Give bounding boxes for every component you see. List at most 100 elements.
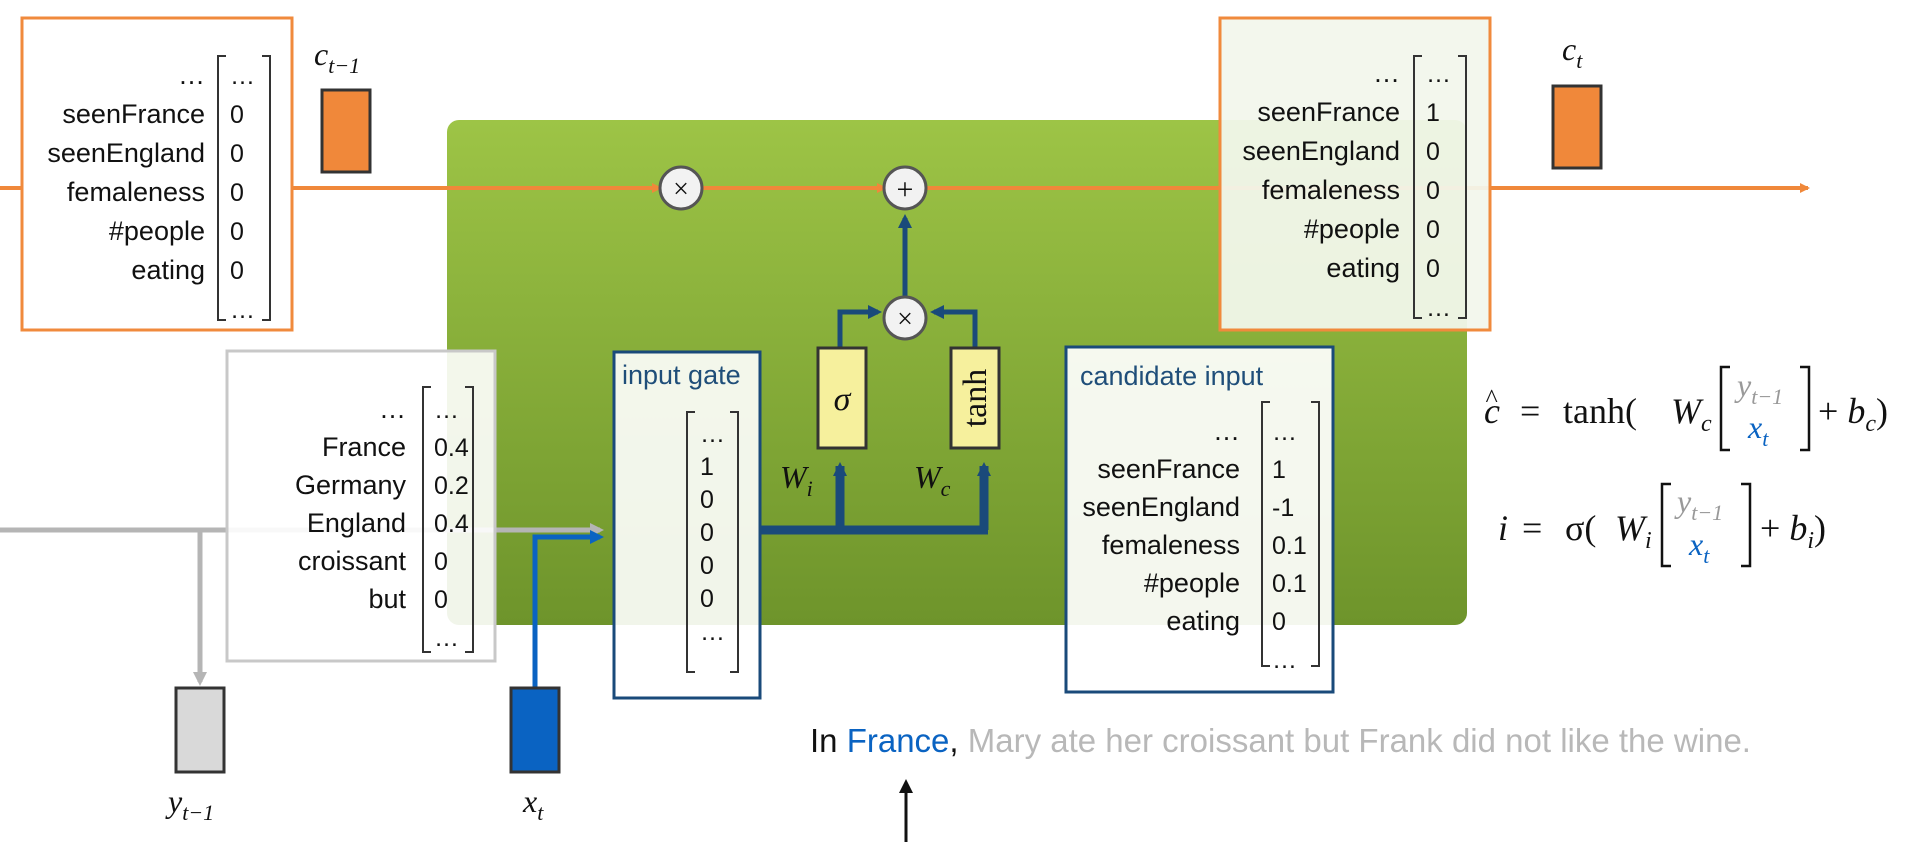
prev-hidden-row-label: France [322,432,406,462]
example-sentence: In France, Mary ate her croissant but Fr… [810,722,1751,759]
prev-hidden-label: yt−1 [165,783,214,825]
prev-cell-label-sub: t−1 [328,53,360,78]
next-cell-row-value: … [1426,294,1451,322]
eq-chat-func: tanh( [1563,391,1637,431]
eq-i-top: yt−1 [1674,483,1723,525]
forget-multiply-symbol: × [673,174,689,205]
eq-i-b-main: b [1789,508,1807,548]
sigma-to-multiply-arrow [837,305,882,348]
input-square [509,686,561,774]
next-cell-row-value: 0 [1426,177,1440,205]
eq-chat-bot-main: x [1747,409,1762,445]
prev-cell-row-value: 0 [230,140,244,168]
eq-chat-hat: ^ [1485,384,1498,413]
eq-chat-top: yt−1 [1734,367,1783,409]
eq-chat-bot-sub: t [1762,426,1769,451]
eq-chat-w-sub: c [1701,411,1712,437]
candidate-row-value: 0 [1272,608,1286,636]
prev-cell-bracket-left [217,55,226,321]
next-cell-row-value: 0 [1426,216,1440,244]
eq-i-bracket-right [1741,482,1752,568]
candidate-row-value: … [1272,418,1297,446]
next-cell-label-sub: t [1576,48,1583,73]
next-cell-row-value: 0 [1426,138,1440,166]
next-cell-state-square [1551,84,1603,170]
prev-hidden-label-main: y [165,783,183,819]
sigma-symbol: σ [834,381,852,418]
candidate-row-label: … [1213,416,1240,446]
prev-hidden-row-value: 0.4 [434,510,469,538]
candidate-row-value: 0.1 [1272,532,1307,560]
eq-chat-bracket-right [1800,365,1811,452]
input-gate-row-value: 0 [700,486,714,514]
prev-cell-row-value: 0 [230,101,244,129]
input-gate-row-value: 0 [700,519,714,547]
forget-multiply-op: × [658,165,704,211]
input-gate-title: input gate [622,360,741,390]
eq-i-eq: = [1522,508,1542,548]
next-cell-row-value: … [1426,60,1451,88]
prev-cell-row-label: eating [131,255,205,285]
prev-cell-row-value: 0 [230,257,244,285]
eq-chat-w: Wc [1671,391,1712,437]
input-gate-row-value: 0 [700,552,714,580]
eq-chat-b-main: b [1847,391,1865,431]
input-gate-row-value: … [700,618,725,646]
next-cell-row-label: seenFrance [1257,97,1400,127]
next-cell-row-label: eating [1326,253,1400,283]
eq-chat-lhs: c [1484,391,1500,431]
prev-cell-bracket-right [262,55,271,321]
input-gate-bracket-left [686,411,695,673]
prev-cell-row-value: 0 [230,179,244,207]
next-cell-bracket-right [1458,55,1467,319]
eq-i-tail: + bi) [1760,508,1826,554]
weight-label-wc: Wc [914,459,951,501]
eq-i-bot: xt [1688,526,1710,568]
prev-hidden-row-label: … [379,394,406,424]
next-cell-label: ct [1562,31,1583,73]
eq-chat-eq: = [1520,391,1540,431]
prev-cell-row-value: 0 [230,218,244,246]
candidate-row-label: seenEngland [1082,492,1240,522]
eq-chat-tail: + bc) [1818,391,1888,437]
eq-i-w-sub: i [1645,528,1652,554]
prev-hidden-row-label: Germany [295,470,407,500]
input-gate-box: input gate …10000… [612,350,762,700]
input-gate-row-value: 0 [700,585,714,613]
prev-cell-label: ct−1 [314,36,360,78]
equation-input-gate: i = σ( Wi yt−1 xt + bi) [1498,482,1826,568]
eq-i-bot-sub: t [1703,543,1710,568]
eq-i-func: σ( [1565,508,1596,548]
eq-i-b-sub: i [1807,528,1814,554]
input-label: xt [522,783,544,825]
eq-i-bracket-left [1660,482,1671,568]
prev-hidden-bracket-left [422,386,431,653]
eq-i-plus: + [1760,508,1789,548]
candidate-input-title: candidate input [1080,361,1264,391]
weight-wc-main: W [914,459,944,495]
sentence-current-word: France [847,722,950,759]
prev-hidden-row-label: but [368,584,406,614]
candidate-bracket-right [1311,401,1320,667]
candidate-row-label: #people [1144,568,1240,598]
prev-hidden-square [174,686,226,774]
prev-cell-row-value: … [230,296,255,324]
eq-i-w-main: W [1615,508,1648,548]
input-gate-row-value: 1 [700,453,714,481]
next-cell-row-value: 1 [1426,99,1440,127]
prev-hidden-bracket-right [465,386,474,653]
candidate-row-label: femaleness [1102,530,1240,560]
next-cell-row-label: #people [1304,214,1400,244]
eq-chat-bot: xt [1747,409,1769,451]
sigma-gate: σ [816,346,868,450]
sentence-comma: , [949,722,958,759]
cell-add-op: + [882,165,928,211]
prev-hidden-row-value: 0.4 [434,434,469,462]
eq-i-lhs: i [1498,508,1508,548]
eq-i-top-main: y [1674,483,1692,519]
next-cell-row-label: … [1373,58,1400,88]
next-cell-bracket-left [1413,55,1422,319]
input-arrow [532,530,604,690]
